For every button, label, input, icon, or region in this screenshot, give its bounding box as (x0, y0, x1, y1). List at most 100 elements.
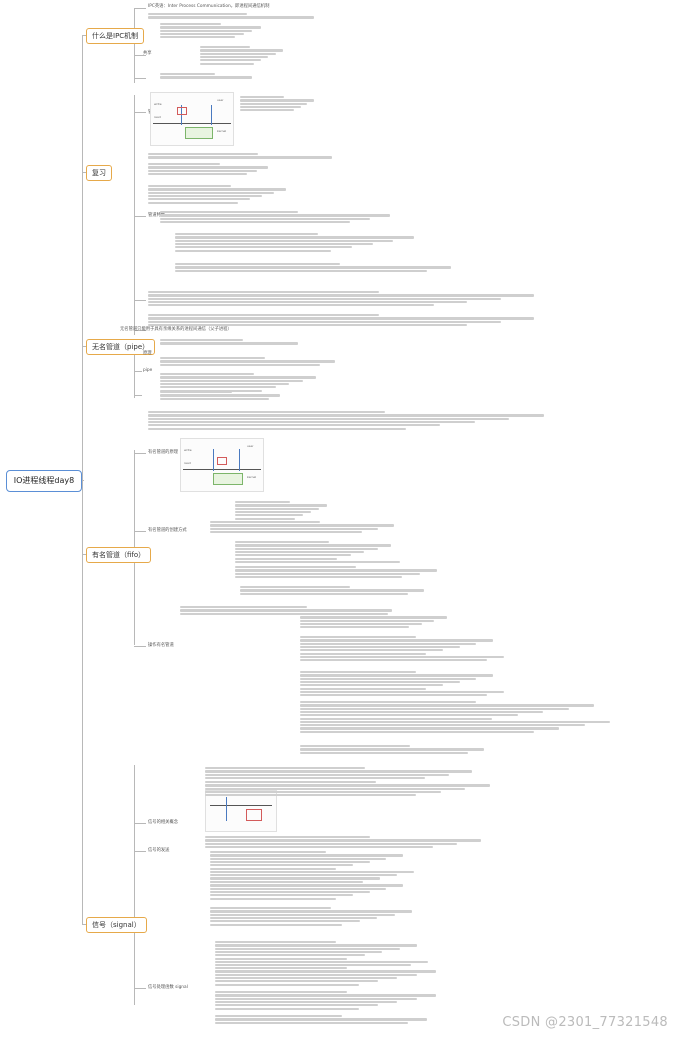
blurred-text-line (300, 748, 484, 751)
blurred-text-line (160, 76, 252, 79)
blurred-text-line (148, 294, 535, 297)
blurred-text-line (148, 156, 332, 159)
blurred-text-line (205, 773, 449, 776)
connector-line (134, 371, 142, 372)
blurred-text-line (160, 29, 253, 32)
blurred-text-line (148, 191, 274, 194)
blurred-text-line (235, 517, 295, 520)
ipc-share: 共享 (143, 51, 152, 56)
blurred-text-line (175, 239, 394, 242)
leaf-block (160, 72, 260, 80)
blurred-text-line (160, 23, 221, 26)
blurred-text-line (240, 99, 314, 102)
blurred-text-line (210, 864, 353, 867)
blurred-text-line (210, 854, 404, 857)
blurred-text-line (240, 109, 295, 112)
root-node[interactable]: IO进程线程day8 (6, 470, 82, 492)
blurred-text-line (210, 524, 394, 527)
leaf-block (215, 966, 455, 987)
blurred-text-line (210, 887, 387, 890)
topic-ipc[interactable]: 什么是IPC机制 (86, 28, 145, 44)
blurred-text-line (148, 427, 406, 430)
blurred-text-line (235, 557, 337, 560)
figure-axis (153, 123, 231, 124)
blurred-text-line (215, 991, 347, 994)
blurred-text-line (215, 980, 379, 983)
blurred-text-line (148, 172, 247, 176)
figure-arrow (226, 797, 227, 821)
blurred-text-line (210, 920, 360, 923)
blurred-text-line (210, 530, 362, 534)
blurred-text-line (148, 169, 258, 172)
connector-line (134, 453, 146, 454)
topic-fifo[interactable]: 有名管道（fifo） (86, 547, 152, 563)
leaf-block (300, 612, 460, 630)
blurred-text-line (205, 790, 441, 794)
blurred-text-line (205, 770, 472, 773)
leaf-block (300, 670, 510, 697)
topic-signal[interactable]: 信号（signal） (86, 917, 147, 933)
blurred-text-line (235, 501, 290, 504)
blurred-text-line (148, 166, 268, 169)
blurred-text-line (240, 102, 308, 105)
review-pipe-features: 管道特性 (148, 213, 166, 218)
blurred-text-line (160, 360, 335, 363)
blurred-text-line (215, 973, 417, 976)
blurred-text-line (300, 655, 504, 658)
leaf-block (180, 605, 410, 616)
figure-label: user (217, 98, 224, 102)
connector-line (134, 988, 146, 989)
blurred-text-line (160, 386, 276, 389)
blurred-text-line (148, 201, 238, 204)
leaf-block (210, 520, 410, 534)
blurred-text-line (215, 960, 429, 963)
blurred-text-line (300, 727, 560, 730)
blurred-text-line (235, 510, 311, 514)
connector-line (134, 353, 135, 398)
blurred-text-line (175, 249, 331, 252)
blurred-text-line (300, 684, 443, 687)
blurred-text-line (160, 357, 265, 360)
signal-concepts: 信号的相关概念 (148, 820, 179, 825)
blurred-text-line (175, 246, 352, 249)
figure-label: read (184, 461, 191, 465)
blurred-text-line (215, 957, 347, 960)
topic-pipe[interactable]: 无名管道（pipe） (86, 339, 156, 355)
blurred-text-line (160, 363, 320, 366)
csdn-watermark: CSDN @2301_77321548 (502, 1015, 668, 1030)
leaf-block (148, 12, 328, 20)
leaf-block (160, 22, 270, 40)
blurred-text-line (300, 639, 494, 642)
blurred-text-line (205, 839, 481, 842)
blurred-text-line (300, 710, 544, 714)
blurred-text-line (210, 874, 397, 877)
blurred-text-line (240, 96, 284, 99)
blurred-text-line (160, 214, 390, 217)
blurred-text-line (210, 890, 370, 894)
leaf-block (235, 540, 405, 564)
figure-arrow (239, 449, 240, 471)
blurred-text-line (300, 690, 504, 693)
leaf-block (148, 162, 278, 176)
blurred-text-line (205, 784, 491, 787)
blurred-text-line (235, 504, 327, 507)
blurred-text-line (300, 652, 426, 655)
leaf-block (300, 635, 510, 662)
connector-line (134, 300, 146, 301)
blurred-text-line (235, 550, 365, 554)
blurred-text-line (210, 867, 336, 870)
figure-frame (246, 809, 262, 821)
blurred-text-line (205, 836, 370, 839)
blurred-text-line (300, 636, 416, 639)
blurred-text-line (215, 964, 411, 967)
topic-review[interactable]: 复习 (86, 165, 112, 181)
blurred-text-line (300, 751, 468, 754)
blurred-text-line (300, 730, 534, 733)
leaf-block (175, 232, 435, 253)
blurred-text-line (235, 544, 392, 547)
blurred-text-line (180, 612, 374, 615)
blurred-text-line (148, 297, 501, 300)
blurred-text-line (300, 707, 569, 710)
blurred-text-line (300, 745, 410, 748)
blurred-text-line (148, 13, 247, 16)
